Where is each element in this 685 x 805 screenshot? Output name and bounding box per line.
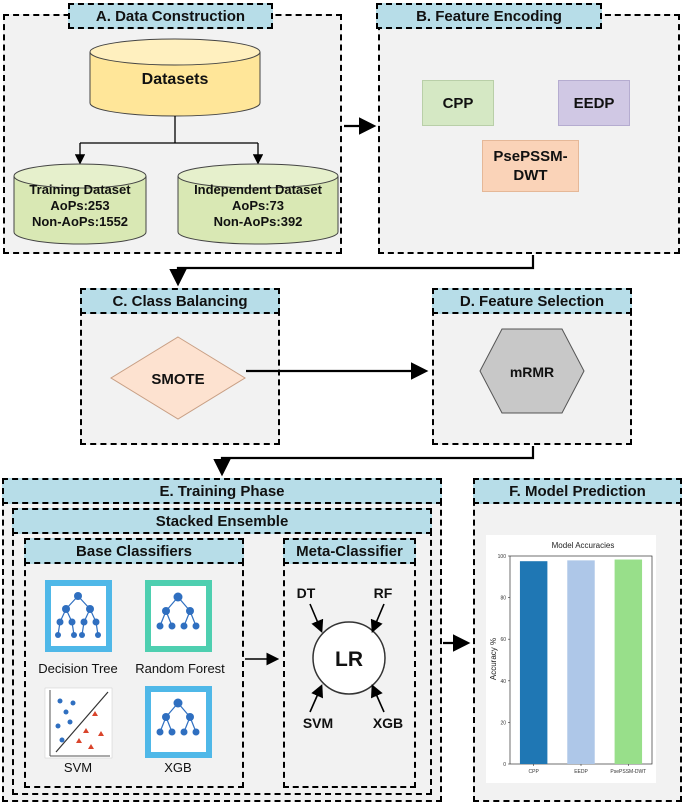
xgb-label: XGB (164, 760, 191, 775)
panel-e-title: E. Training Phase (2, 478, 442, 504)
datasets-connectors (74, 116, 264, 165)
chart-bar (567, 560, 595, 764)
meta-classifier-diagram: LR DT RF SVM XGB (297, 585, 404, 731)
datasets-cylinder: Datasets (89, 38, 261, 117)
psepssm-line2: DWT (513, 167, 548, 184)
panel-f-title: F. Model Prediction (473, 478, 682, 504)
meta-input-svm: SVM (303, 715, 333, 731)
psepssm-dwt-box: PsePSSM- DWT (482, 140, 579, 192)
chart-y-tick-label: 20 (500, 720, 506, 726)
training-non-aops: Non-AoPs:1552 (32, 214, 128, 229)
arrow-b-to-c (169, 255, 535, 287)
chart-title: Model Accuracies (552, 541, 615, 550)
cpp-box: CPP (422, 80, 494, 126)
chart-y-tick-label: 40 (500, 679, 506, 685)
xgb-icon (145, 686, 212, 758)
chart-y-tick-label: 100 (498, 554, 507, 560)
independent-dataset-cylinder: Independent Dataset AoPs:73 Non-AoPs:392 (177, 163, 339, 245)
chart-x-tick-label: PsePSSM-DWT (610, 769, 646, 775)
panel-a-title: A. Data Construction (68, 3, 273, 29)
meta-input-xgb: XGB (373, 715, 403, 731)
panel-d-title: D. Feature Selection (432, 288, 632, 314)
training-dataset-cylinder: Training Dataset AoPs:253 Non-AoPs:1552 (13, 163, 147, 245)
meta-input-dt: DT (297, 585, 316, 601)
training-dataset-title: Training Dataset (29, 182, 131, 197)
svm-icon (44, 687, 113, 759)
decision-tree-icon (45, 580, 112, 652)
chart-x-tick-label: CPP (529, 769, 540, 775)
independent-aops: AoPs:73 (232, 198, 284, 213)
random-forest-label: Random Forest (135, 661, 225, 676)
model-accuracies-chart: Model Accuracies Accuracy % 0 20 40 60 80 100… (486, 535, 656, 783)
arrow-d-to-e (213, 446, 535, 477)
training-aops: AoPs:253 (50, 198, 109, 213)
chart-y-tick-label: 0 (503, 762, 506, 768)
chart-y-axis-label: Accuracy % (489, 638, 498, 680)
decision-tree-label: Decision Tree (38, 661, 117, 676)
stacked-ensemble-title: Stacked Ensemble (12, 508, 432, 534)
lr-label: LR (335, 648, 363, 671)
eedp-box: EEDP (558, 80, 630, 126)
meta-classifier-title: Meta-Classifier (283, 538, 416, 564)
mrmr-hexagon: mRMR (479, 328, 585, 414)
chart-x-tick-label: EEDP (574, 769, 588, 775)
mrmr-label: mRMR (510, 364, 554, 380)
chart-y-tick-label: 60 (500, 637, 506, 643)
panel-b-title: B. Feature Encoding (376, 3, 602, 29)
independent-non-aops: Non-AoPs:392 (214, 214, 303, 229)
smote-label: SMOTE (151, 371, 204, 388)
psepssm-line1: PsePSSM- (493, 148, 568, 165)
chart-bar (519, 561, 548, 764)
datasets-label: Datasets (142, 71, 209, 88)
lr-circle (312, 621, 386, 695)
independent-dataset-title: Independent Dataset (194, 182, 323, 197)
base-classifiers-title: Base Classifiers (24, 538, 244, 564)
smote-diamond: SMOTE (110, 336, 246, 420)
random-forest-icon (145, 580, 212, 652)
chart-bar (614, 559, 643, 764)
svm-label: SVM (64, 760, 92, 775)
meta-input-rf: RF (374, 585, 393, 601)
panel-c-title: C. Class Balancing (80, 288, 280, 314)
chart-y-tick-label: 80 (500, 596, 506, 602)
